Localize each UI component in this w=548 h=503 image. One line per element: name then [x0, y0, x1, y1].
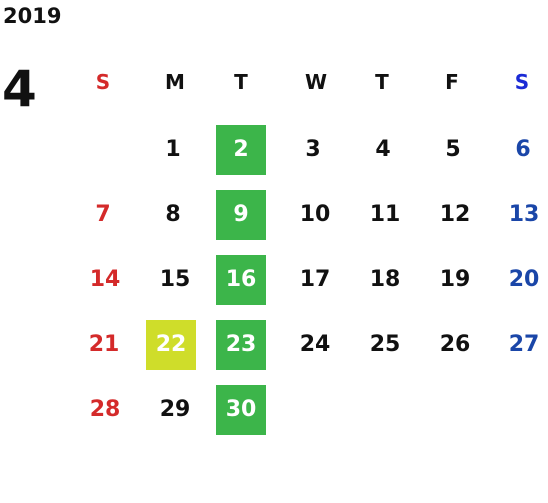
- day-cell[interactable]: 28: [89, 397, 121, 422]
- day-cell-today[interactable]: 22: [146, 320, 196, 370]
- day-cell[interactable]: 12: [439, 202, 471, 227]
- weekday-sunday: S: [95, 70, 111, 94]
- week-row: 7 8 9 10 11 12 13: [70, 190, 548, 240]
- weekday-saturday: S: [514, 70, 530, 94]
- weekday-header-row: S M T W T F S: [70, 62, 548, 112]
- day-cell[interactable]: 14: [89, 267, 121, 292]
- year-label: 2019: [3, 4, 62, 28]
- day-cell-highlighted[interactable]: 9: [216, 190, 266, 240]
- day-cell[interactable]: 27: [508, 332, 540, 357]
- day-cell[interactable]: 13: [508, 202, 540, 227]
- day-cell[interactable]: 3: [305, 137, 321, 162]
- day-cell[interactable]: 4: [375, 137, 391, 162]
- month-number: 4: [2, 60, 37, 118]
- day-cell[interactable]: 1: [165, 137, 181, 162]
- day-cell[interactable]: 29: [159, 397, 191, 422]
- day-cell-highlighted[interactable]: 23: [216, 320, 266, 370]
- day-cell-highlighted[interactable]: 30: [216, 385, 266, 435]
- day-cell[interactable]: 18: [369, 267, 401, 292]
- day-cell[interactable]: 10: [299, 202, 331, 227]
- day-cell[interactable]: 26: [439, 332, 471, 357]
- day-cell[interactable]: 19: [439, 267, 471, 292]
- day-cell[interactable]: 6: [515, 137, 531, 162]
- weekday-friday: F: [445, 70, 459, 94]
- day-cell[interactable]: 11: [369, 202, 401, 227]
- weekday-thursday: T: [375, 70, 389, 94]
- day-cell[interactable]: 15: [159, 267, 191, 292]
- day-cell[interactable]: 5: [445, 137, 461, 162]
- day-cell[interactable]: [78, 125, 128, 175]
- weekday-monday: M: [165, 70, 185, 94]
- day-cell-highlighted[interactable]: 2: [216, 125, 266, 175]
- day-cell[interactable]: 25: [369, 332, 401, 357]
- day-cell-highlighted[interactable]: 16: [216, 255, 266, 305]
- day-cell[interactable]: 21: [88, 332, 120, 357]
- day-cell[interactable]: 20: [508, 267, 540, 292]
- day-cell[interactable]: 24: [299, 332, 331, 357]
- day-cell[interactable]: 8: [165, 202, 181, 227]
- weekday-tuesday: T: [234, 70, 248, 94]
- week-row: 1 2 3 4 5 6: [70, 125, 548, 175]
- day-cell[interactable]: 17: [299, 267, 331, 292]
- weekday-wednesday: W: [304, 70, 328, 94]
- week-row: 28 29 30: [70, 385, 548, 435]
- week-row: 14 15 16 17 18 19 20: [70, 255, 548, 305]
- day-cell[interactable]: 7: [95, 202, 111, 227]
- week-row: 21 22 23 24 25 26 27: [70, 320, 548, 370]
